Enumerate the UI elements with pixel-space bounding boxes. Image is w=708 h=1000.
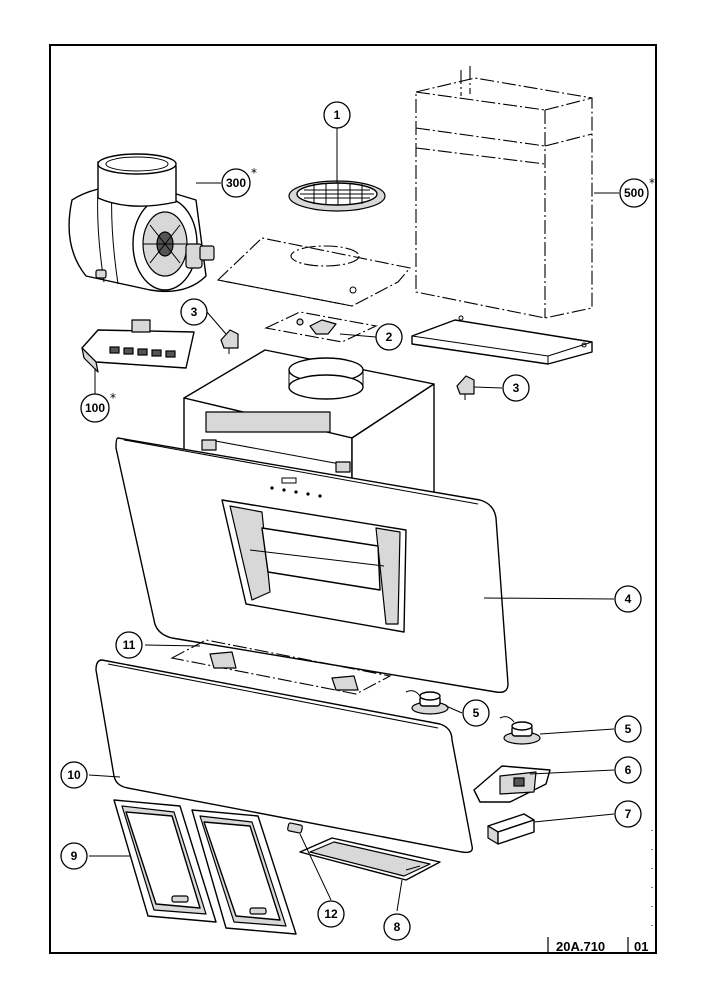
- callout-c10: 10: [60, 761, 88, 789]
- callout-number: 300: [226, 176, 246, 190]
- motor-part: [68, 153, 215, 293]
- callout-c6: 6: [614, 756, 642, 784]
- callout-number: 500: [624, 186, 644, 200]
- callout-c500: 500 *: [619, 176, 655, 208]
- callout-circle: [115, 631, 143, 659]
- callout-number: 11: [123, 638, 136, 652]
- callout-number: 5: [473, 706, 480, 720]
- title-block: 20A.710 01: [547, 830, 653, 954]
- callout-circle: [614, 585, 642, 613]
- optional-part-asterisk: *: [649, 176, 655, 190]
- callout-c4: 4: [614, 585, 642, 613]
- grease-filter-part-left: [113, 799, 217, 923]
- clip-part-right: [456, 375, 475, 400]
- lower-glass-panel-part: [95, 659, 473, 854]
- callout-c300: 300 *: [221, 166, 257, 198]
- callout-number: 6: [625, 763, 632, 777]
- callout-number: 8: [394, 920, 401, 934]
- callout-circle: [614, 715, 642, 743]
- callout-number: 9: [71, 849, 78, 863]
- optional-part-asterisk: *: [251, 166, 257, 180]
- callout-circle: [180, 298, 208, 326]
- callout-circle: [317, 900, 345, 928]
- small-clip-part: [287, 822, 303, 834]
- chimney-bracket: [411, 315, 593, 365]
- grille-part: [288, 180, 386, 212]
- control-module-part: [81, 319, 195, 373]
- callout-circle: [614, 756, 642, 784]
- callout-circle: [619, 178, 649, 208]
- callout-circle: [614, 800, 642, 828]
- callout-number: 7: [625, 807, 632, 821]
- transformer-box-part: [487, 813, 535, 845]
- grease-filter-part-right: [191, 809, 297, 935]
- callout-number: 100: [85, 401, 105, 415]
- callout-c8: 8: [383, 913, 411, 941]
- callout-circle: [502, 374, 530, 402]
- drawing-code: 20A.710: [556, 939, 605, 954]
- callout-c5a: 5: [462, 699, 490, 727]
- clip-plate-part: [264, 311, 378, 343]
- revision-number: 01: [634, 939, 648, 954]
- callout-circle: [375, 323, 403, 351]
- callout-number: 2: [386, 330, 393, 344]
- glass-front-panel-part: [115, 437, 509, 694]
- callout-circle: [80, 393, 110, 423]
- leader-lines: [88, 128, 619, 912]
- callout-number: 10: [67, 768, 81, 782]
- callout-circle: [462, 699, 490, 727]
- callout-c11: 11: [115, 631, 143, 659]
- callout-number: 3: [191, 305, 198, 319]
- drawing-frame: [49, 44, 657, 954]
- callout-circle: [221, 168, 251, 198]
- callout-c2: 2: [375, 323, 403, 351]
- chimney-cover-part: [415, 66, 593, 319]
- callout-c12: 12: [317, 900, 345, 928]
- led-lamp-part-upper: [405, 690, 449, 715]
- callout-number: 4: [625, 592, 632, 606]
- led-lamp-part-lower: [499, 716, 541, 745]
- callout-c9: 9: [60, 842, 88, 870]
- callout-circle: [60, 842, 88, 870]
- upper-mounting-plate: [216, 237, 412, 307]
- callout-c3a: 3: [180, 298, 208, 326]
- callout-c7: 7: [614, 800, 642, 828]
- callout-number: 1: [334, 108, 341, 122]
- callout-number: 12: [324, 907, 338, 921]
- optional-part-asterisk: *: [110, 391, 116, 405]
- light-cover-part: [299, 837, 441, 881]
- led-driver-housing-part: [473, 765, 551, 803]
- callout-c3b: 3: [502, 374, 530, 402]
- callout-number: 3: [513, 381, 520, 395]
- hood-body-part: [183, 349, 435, 505]
- callout-c100: 100 *: [80, 391, 116, 423]
- callout-circle: [383, 913, 411, 941]
- callout-number: 5: [625, 722, 632, 736]
- callout-circle: [60, 761, 88, 789]
- callout-circle: [323, 101, 351, 129]
- callout-c5b: 5: [614, 715, 642, 743]
- callout-c1: 1: [323, 101, 351, 129]
- clip-part-left: [220, 329, 239, 354]
